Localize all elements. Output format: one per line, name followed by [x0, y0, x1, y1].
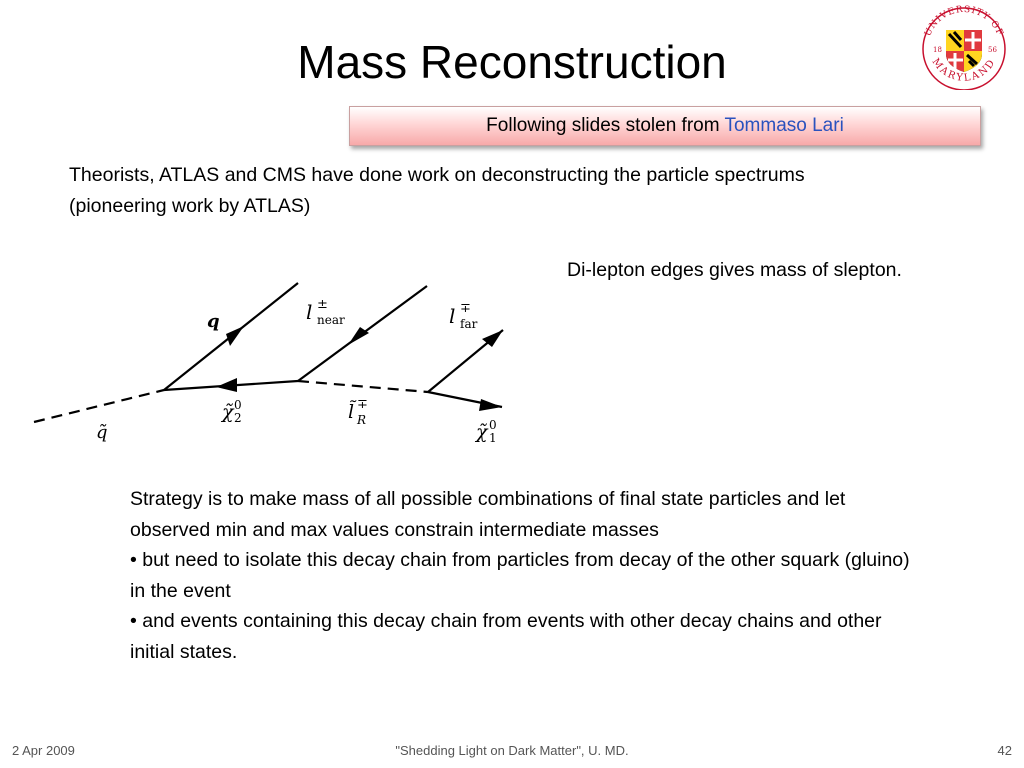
neutralino2-arrow-icon: [216, 378, 237, 392]
label-slepton: l̃: [348, 400, 357, 423]
university-seal-logo: UNIVERSITY OF MARYLAND 18 56: [922, 5, 1006, 90]
label-lepton-far: l: [449, 304, 455, 328]
banner-text: Following slides stolen from: [486, 115, 725, 136]
label-lepton-far-sub: far: [460, 317, 478, 331]
intro-paragraph: Theorists, ATLAS and CMS have done work …: [69, 164, 805, 217]
strategy-bullet-events: • and events containing this decay chain…: [130, 610, 882, 663]
attribution-banner: Following slides stolen from Tommaso Lar…: [349, 106, 981, 146]
decay-chain-diagram: q l ± near l ∓ far q̃ χ̃ 0 2 l̃ ∓ R χ̃ 0…: [33, 282, 504, 445]
label-neutralino1-sub: 1: [489, 431, 497, 445]
slide-title: Mass Reconstruction: [297, 36, 727, 88]
label-neutralino2-sup: 0: [234, 398, 242, 412]
label-lepton-far-sup: ∓: [460, 301, 471, 316]
label-lepton-near-sup: ±: [317, 297, 328, 312]
label-neutralino2-sub: 2: [234, 411, 242, 425]
slepton-line: [297, 379, 429, 394]
logo-year-left: 18: [933, 46, 942, 54]
neutralino1-arrow-icon: [479, 399, 502, 411]
lepton-near-arrow-icon: [348, 327, 369, 345]
squark-line: [33, 388, 165, 424]
label-neutralino1-sup: 0: [489, 418, 497, 432]
strategy-bullet-isolate: • but need to isolate this decay chain f…: [130, 549, 910, 602]
strategy-paragraph: Strategy is to make mass of all possible…: [130, 488, 846, 541]
logo-year-right: 56: [988, 46, 997, 54]
strategy-text: Strategy is to make mass of all possible…: [130, 484, 930, 667]
quark-arrow-icon: [226, 326, 244, 346]
maryland-flag-shield-icon: [946, 30, 982, 72]
label-slepton-sub: R: [356, 413, 366, 427]
label-neutralino1: χ̃: [474, 421, 489, 443]
label-neutralino2: χ̃: [220, 401, 235, 423]
label-lepton-near-sub: near: [317, 313, 345, 327]
footer-date: 2 Apr 2009: [12, 743, 75, 758]
label-slepton-sup: ∓: [357, 397, 368, 412]
dilepton-note: Di-lepton edges gives mass of slepton.: [567, 259, 902, 281]
footer-page-number: 42: [997, 743, 1012, 758]
label-lepton-near: l: [306, 300, 312, 324]
label-squark: q̃: [96, 422, 108, 443]
banner-author-name: Tommaso Lari: [724, 115, 844, 136]
footer-talk-title: "Shedding Light on Dark Matter", U. MD.: [395, 743, 629, 758]
label-quark: q: [207, 311, 220, 332]
lepton-far-arrow-icon: [482, 330, 503, 347]
